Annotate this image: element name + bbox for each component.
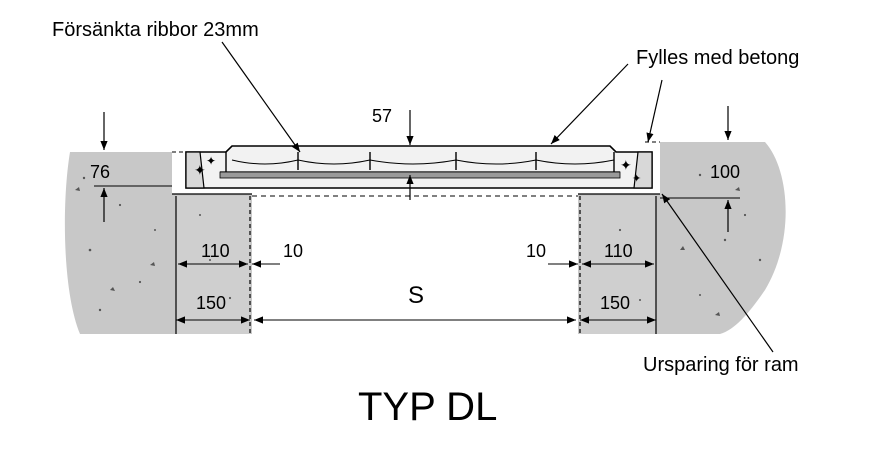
- ribs-leader: [221, 41, 301, 153]
- svg-text:✦: ✦: [632, 172, 641, 185]
- left-gap-label: 10: [283, 241, 303, 261]
- svg-text:✦: ✦: [206, 154, 216, 168]
- svg-text:✦: ✦: [194, 163, 206, 179]
- grate-assembly: ✦ ✦ ✦ ✦: [185, 145, 653, 189]
- concrete-fill-callout: Fylles med betong: [636, 47, 799, 69]
- frame-recess-leader: [661, 193, 774, 353]
- left-slot: [176, 196, 250, 334]
- aggregate-speckles: [75, 173, 762, 316]
- right-slot: [580, 196, 656, 334]
- concrete-fill-leader: [550, 63, 629, 145]
- grate-height-label: 57: [372, 106, 392, 126]
- span-label: S: [408, 282, 424, 309]
- right-outer-width-label: 150: [600, 293, 630, 313]
- concrete-fill-leader-2: [646, 79, 663, 143]
- left-outer-width-label: 150: [196, 293, 226, 313]
- ribs-callout: Försänkta ribbor 23mm: [52, 19, 259, 41]
- left-depth-label: 76: [90, 162, 110, 182]
- left-inner-width-label: 110: [201, 241, 230, 261]
- right-inner-width-label: 110: [604, 241, 633, 261]
- svg-text:✦: ✦: [620, 158, 632, 174]
- drawing-caption: TYP DL: [358, 385, 497, 429]
- right-gap-label: 10: [526, 241, 546, 261]
- frame-recess-callout: Ursparing för ram: [643, 354, 799, 376]
- right-depth-label: 100: [710, 162, 740, 182]
